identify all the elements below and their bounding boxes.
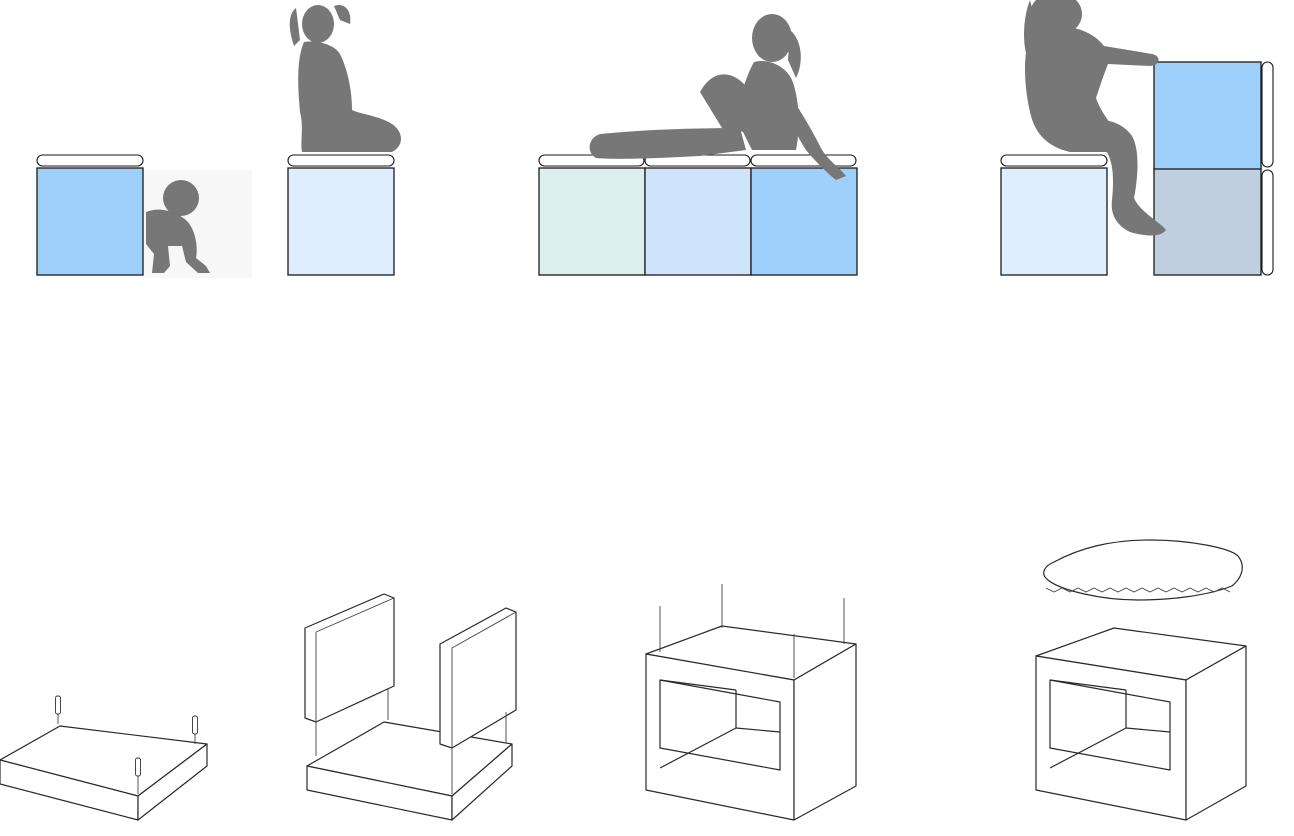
sitting-girl-silhouette (290, 5, 401, 152)
side-panel-left (305, 594, 394, 722)
seat-cushion (288, 155, 394, 166)
seat-cushion (37, 155, 143, 166)
cube-bright-blue (1154, 62, 1261, 169)
use-case-bench (539, 14, 857, 275)
assembly-step-4 (1036, 540, 1246, 820)
dowel (56, 696, 61, 724)
side-cushion (1262, 170, 1273, 275)
dowel (193, 716, 198, 744)
cube-light-blue (288, 168, 394, 275)
assembly-step-1 (0, 696, 207, 820)
cube-bright-blue (37, 168, 143, 275)
cube-mint (539, 168, 645, 275)
assembly-step-3 (646, 584, 856, 820)
cube-mid-blue (645, 168, 751, 275)
cube-light-blue (1001, 168, 1107, 275)
seat-cushion (1001, 155, 1107, 166)
cube-slate (1154, 168, 1261, 275)
cube-bright-blue (751, 168, 857, 275)
side-cushion (1262, 62, 1273, 167)
use-case-crawling-child (37, 155, 252, 278)
side-panel-right (440, 608, 516, 748)
assembly-step-2 (305, 594, 516, 820)
use-case-stacked-seat (1001, 0, 1273, 275)
seat-cushion (751, 155, 856, 166)
use-case-sitting-child (288, 5, 401, 275)
